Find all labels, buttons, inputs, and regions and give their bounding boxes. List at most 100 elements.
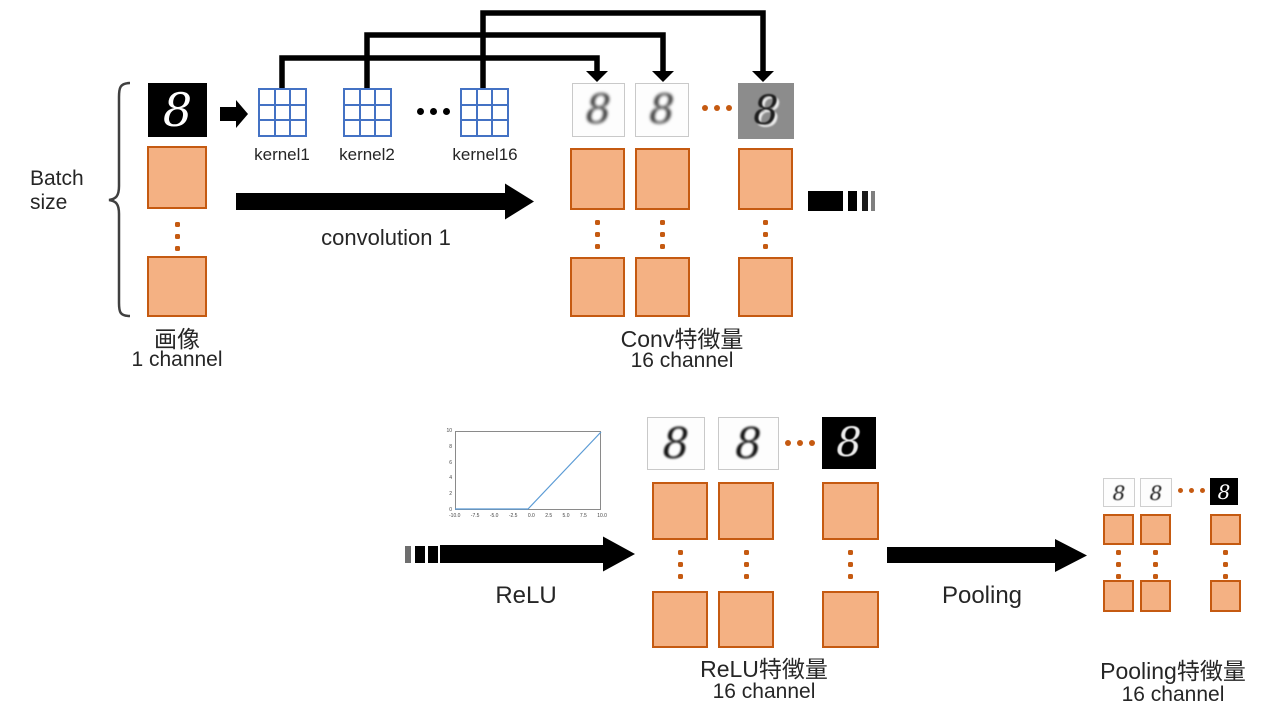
pool-feature-square [1140,514,1171,545]
dot [744,574,749,579]
kernel-cell [260,105,274,120]
dot [848,574,853,579]
kernel16-label: kernel16 [452,145,518,164]
dot [744,562,749,567]
dot [1153,574,1158,579]
kernel-cell [493,105,507,120]
relu-title: ReLU特徴量 [700,656,828,682]
pool-feature-square [1103,514,1134,545]
pool-feature-square [1210,580,1241,612]
vertical-ellipsis-icon [744,550,749,579]
kernel-cell [493,90,507,104]
dot [848,550,853,555]
dot [714,105,720,111]
conv-feature-square [738,257,793,317]
x-tick-label: -5.0 [489,513,499,519]
kernel-cell [275,90,290,104]
kernel-cell [376,121,390,135]
vertical-ellipsis-icon [1153,550,1158,579]
dot [595,244,600,249]
dot [1178,488,1183,493]
input-feature-square [147,256,207,317]
pooling-title: Pooling特徴量 [1100,658,1246,684]
dot [785,440,791,446]
conv-feature-square [570,148,625,210]
y-tick-label: 2 [449,491,452,498]
kernel-cell [345,105,359,120]
kernel-cell [462,90,476,104]
pooling-arrow-label: Pooling [941,582,1023,609]
kernel16-grid [460,88,509,137]
digit-glyph: 8 [1112,480,1126,505]
dot [1223,550,1228,555]
relu-feature-square [718,482,774,540]
kernel-cell [477,90,492,104]
relu-feature-image-2: 8 [718,417,779,470]
relu-channel-label: 16 channel [712,680,816,703]
kernel-cell [291,90,305,104]
digit-glyph: 8 [585,87,612,133]
pooling-arrow-icon [887,539,1087,572]
conv-feature-image-16: 8 [738,83,794,139]
kernel-cell [462,105,476,120]
vertical-ellipsis-icon [595,220,600,249]
dot [175,234,180,239]
kernel-cell [360,105,375,120]
dot [678,574,683,579]
pool-feature-image-16: 8 [1210,478,1238,505]
input-title: 画像 [154,326,200,352]
input-channel-label: 1 channel [131,348,223,371]
horizontal-ellipsis-icon [785,440,815,446]
fade-in-dashes-icon [405,546,438,563]
kernel-cell [260,90,274,104]
dot [595,220,600,225]
kernel-cell [275,121,290,135]
kernel-cell [493,121,507,135]
conv-feature-square [738,148,793,210]
dot [1189,488,1194,493]
kernel-cell [477,105,492,120]
kernel1-grid [258,88,307,137]
horizontal-ellipsis-icon [1178,488,1205,493]
y-tick-label: 0 [449,506,452,513]
kernel-cell [345,90,359,104]
input-arrow-icon [220,100,248,128]
conv-feature-square [635,148,690,210]
x-tick-label: -7.5 [470,513,480,519]
pool-feature-image-2: 8 [1140,478,1172,507]
dot [595,232,600,237]
dot [848,562,853,567]
relu-feature-image-1: 8 [647,417,705,470]
dot [744,550,749,555]
dot [1116,550,1121,555]
dot [660,232,665,237]
conv-channel-label: 16 channel [630,349,734,372]
input-mnist-image: 8 [148,83,207,137]
dot [660,220,665,225]
relu-feature-square [652,591,708,648]
relu-feature-image-16: 8 [822,417,876,469]
pool-feature-image-1: 8 [1103,478,1135,507]
x-tick-label: 2.5 [545,513,553,519]
digit-glyph: 8 [1217,479,1231,504]
dot [678,550,683,555]
dot [1116,574,1121,579]
relu-line [455,431,602,510]
pool-feature-square [1140,580,1171,612]
convolution-arrow-label: convolution 1 [321,225,451,250]
kernel-cell [477,121,492,135]
kernel-cell [376,90,390,104]
digit-glyph: 8 [735,418,762,468]
relu-feature-square [822,591,879,648]
dot [175,222,180,227]
vertical-ellipsis-icon [678,550,683,579]
dot [1116,562,1121,567]
x-tick-label: 5.0 [562,513,570,519]
x-tick-label: 10.0 [597,513,607,519]
dot [417,108,424,115]
kernel-cell [462,121,476,135]
